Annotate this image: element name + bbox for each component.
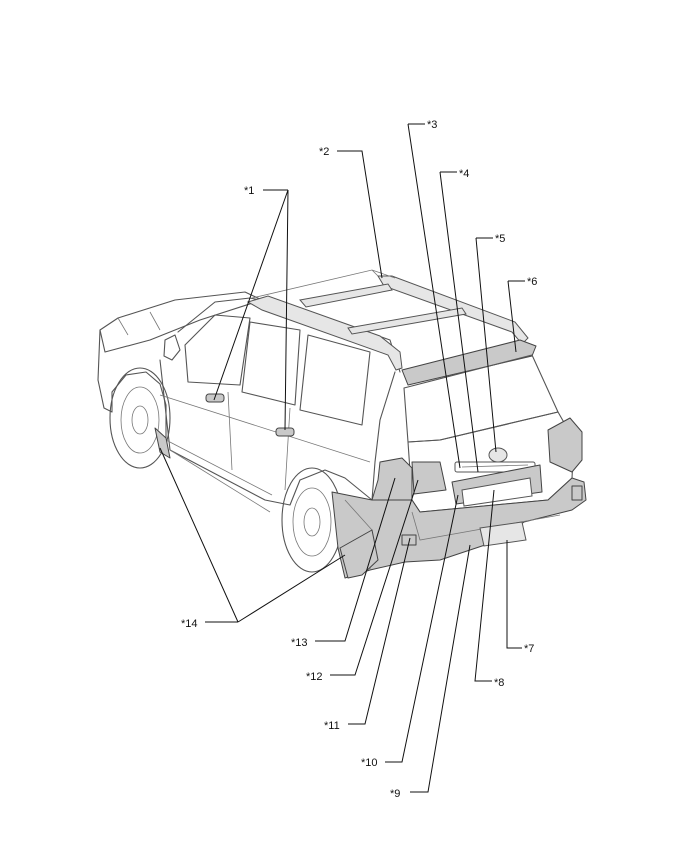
rear-lamp-left (371, 457, 413, 501)
callout-1: *1 (244, 185, 254, 197)
rear-reflector-right (571, 485, 583, 501)
window-front (184, 314, 251, 386)
callout-3: *3 (427, 119, 437, 131)
rear-lamp-right (547, 417, 583, 473)
callout-11: *11 (324, 720, 340, 732)
license-plate-area (461, 477, 533, 507)
body-side (159, 359, 396, 506)
vehicle-illustration (97, 269, 587, 579)
leader-13 (315, 477, 396, 642)
window-middle (241, 321, 301, 406)
callout-4: *4 (459, 168, 469, 180)
side-mirror (163, 334, 181, 361)
roof-crossbar-rear (347, 307, 467, 335)
rear-emblem (488, 447, 508, 463)
callout-5: *5 (495, 233, 505, 245)
callout-13: *13 (291, 637, 308, 649)
leader-8 (474, 489, 495, 682)
callout-9: *9 (390, 788, 400, 800)
leader-9 (410, 544, 471, 793)
callout-6: *6 (527, 276, 537, 288)
leader-4 (439, 171, 479, 473)
callout-14: *14 (181, 618, 198, 630)
rear-spoiler (401, 339, 537, 386)
roof-crossbar-front (299, 283, 393, 308)
leader-1 (213, 189, 289, 431)
rear-reflector (401, 534, 417, 546)
leader-3 (407, 123, 461, 469)
hood-outline (99, 291, 263, 353)
callout-7: *7 (524, 643, 534, 655)
callout-12: *12 (306, 671, 323, 683)
leader-12 (330, 479, 419, 676)
front-wheel (109, 367, 171, 469)
leader-6 (507, 280, 525, 353)
callout-10: *10 (361, 757, 378, 769)
callout-8: *8 (494, 677, 504, 689)
window-rear (299, 334, 371, 426)
roof-rail-left (246, 295, 403, 371)
leader-11 (348, 537, 411, 725)
leader-14 (159, 447, 346, 623)
leader-10 (385, 494, 459, 763)
leader-2 (337, 150, 383, 279)
mud-guard-front (154, 427, 171, 459)
leader-7 (506, 540, 522, 649)
callout-2: *2 (319, 146, 329, 158)
rear-bumper-step (479, 521, 527, 547)
leader-5 (475, 237, 497, 453)
rear-lamp-left-inner (411, 461, 447, 495)
callout-labels: *1 *2 *3 *4 *5 *6 *7 *8 *9 *10 *11 *12 *… (181, 119, 537, 800)
leader-lines (159, 123, 525, 793)
